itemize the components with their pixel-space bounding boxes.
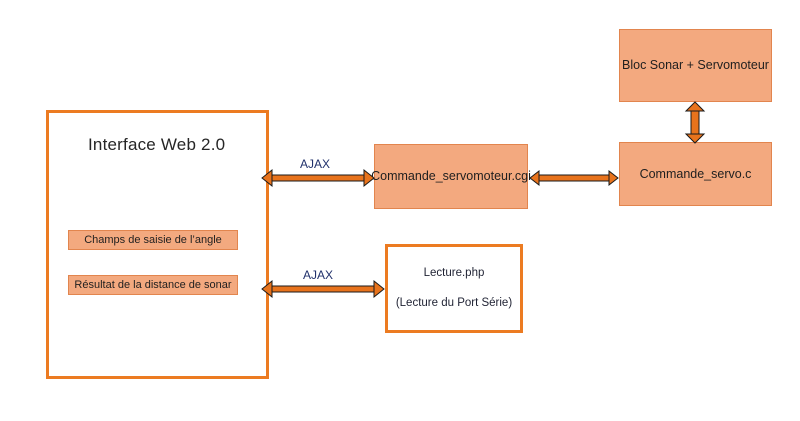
sonar-distance-label: Résultat de la distance de sonar — [74, 279, 232, 291]
node-bloc-sonar-servomoteur[interactable]: Bloc Sonar + Servomoteur — [619, 29, 772, 102]
angle-input-field[interactable]: Champs de saisie de l’angle — [68, 230, 238, 250]
node-commande-servomoteur-cgi[interactable]: Commande_servomoteur.cgi — [371, 144, 531, 209]
connector-servo-to-sonar-arrow — [684, 101, 706, 144]
angle-input-label: Champs de saisie de l’angle — [84, 234, 222, 246]
node-commande-servo-c-label: Commande_servo.c — [639, 166, 752, 181]
node-lecture-php-sublabel: (Lecture du Port Série) — [395, 296, 513, 309]
node-commande-servomoteur-cgi-label: Commande_servomoteur.cgi — [371, 169, 531, 184]
connector-ajax-top-label: AJAX — [300, 157, 331, 171]
node-bloc-sonar-servomoteur-label: Bloc Sonar + Servomoteur — [622, 58, 769, 73]
node-lecture-php[interactable]: Lecture.php (Lecture du Port Série) — [385, 244, 523, 333]
node-commande-servo-c[interactable]: Commande_servo.c — [619, 142, 772, 206]
node-lecture-php-label: Lecture.php — [423, 266, 485, 279]
connector-cgi-to-servo-arrow — [529, 169, 619, 187]
connector-ajax-bottom-label: AJAX — [303, 268, 334, 282]
sonar-distance-result[interactable]: Résultat de la distance de sonar — [68, 275, 238, 295]
connector-ajax-top-arrow — [261, 168, 375, 188]
connector-ajax-bottom-arrow — [261, 279, 385, 299]
page-title: Interface Web 2.0 — [88, 135, 226, 154]
